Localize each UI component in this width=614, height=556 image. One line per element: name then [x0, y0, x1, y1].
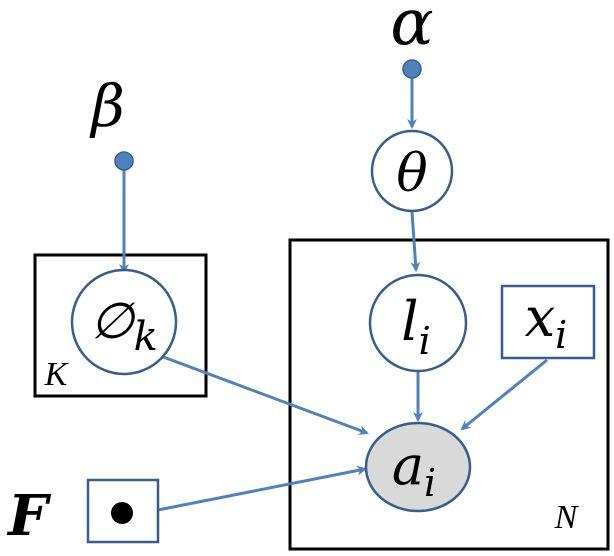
- plate-k-label: K: [44, 356, 70, 393]
- edge-x-a: [460, 358, 548, 431]
- edge-f-a: [157, 465, 367, 512]
- theta-node: [370, 129, 454, 213]
- plate-n-label: N: [554, 499, 580, 536]
- x-node: [500, 284, 596, 360]
- a-label: ai: [392, 434, 436, 505]
- alpha-label: α: [390, 0, 433, 60]
- l-node: [368, 273, 468, 373]
- edge-theta-l: [410, 211, 421, 272]
- beta-label: β: [89, 72, 125, 140]
- x-label: xi: [525, 286, 568, 357]
- phi-node: [70, 268, 178, 376]
- theta-label: θ: [396, 144, 427, 204]
- a-node: [364, 421, 472, 513]
- f-dot: [111, 502, 133, 524]
- edge-phi-a: [157, 353, 369, 435]
- plate-k: [33, 253, 208, 398]
- l-label: li: [401, 290, 430, 363]
- alpha-dot: [402, 59, 422, 79]
- f-label: F: [6, 483, 52, 549]
- phi-label: ∅k: [90, 292, 158, 360]
- plate-n: [288, 238, 610, 551]
- beta-dot: [114, 151, 134, 171]
